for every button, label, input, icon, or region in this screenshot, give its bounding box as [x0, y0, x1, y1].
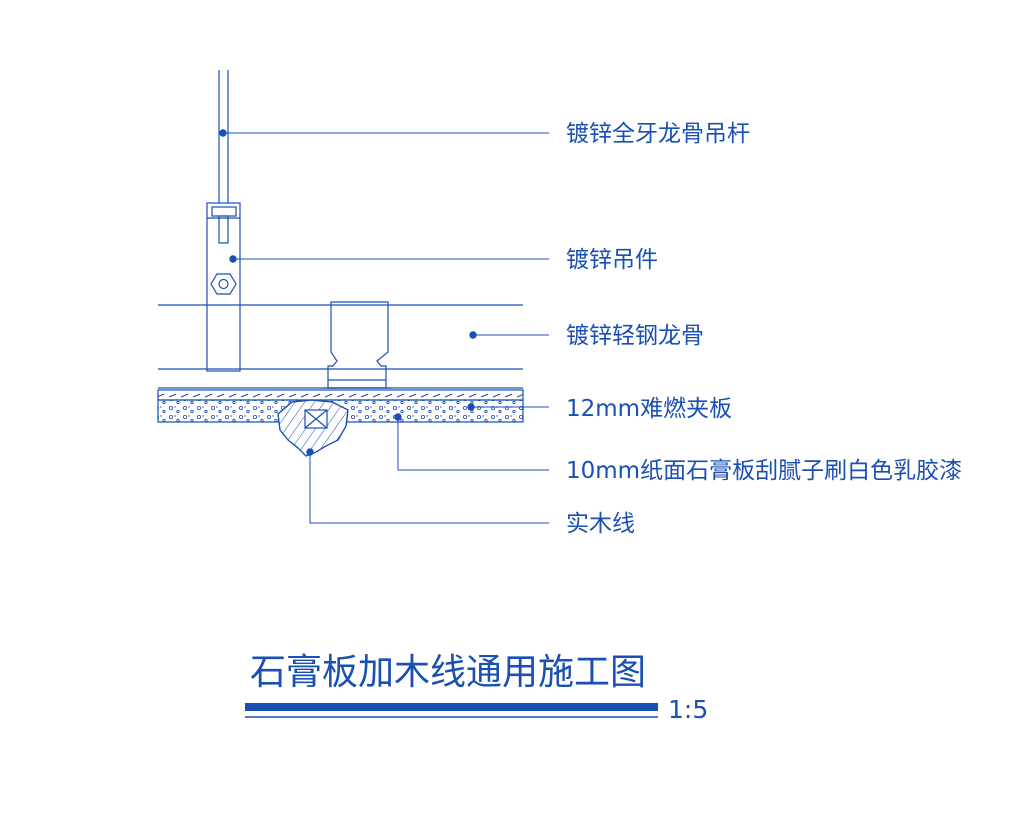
- leader-fireboard: [467, 403, 549, 411]
- steel-keel-profile: [323, 301, 391, 389]
- threaded-rod: [218, 70, 229, 203]
- title-underline-thick: [245, 703, 658, 711]
- callout-gypsum-label: 10mm纸面石膏板刮腻子刷白色乳胶漆: [566, 458, 962, 484]
- callout-fireboard-label: 12mm难燃夹板: [566, 396, 732, 422]
- leader-hanger: [229, 255, 549, 263]
- drawing-title: 石膏板加木线通用施工图: [250, 652, 646, 693]
- leader-gypsum: [394, 413, 549, 471]
- leader-rod: [219, 129, 549, 137]
- callout-wood-label: 实木线: [566, 511, 635, 537]
- drawing-scale: 1:5: [668, 695, 708, 724]
- solid-wood-molding: [277, 399, 349, 457]
- main-keel: [158, 304, 523, 370]
- hanger-clip: [206, 202, 241, 372]
- fire-retardant-board: [157, 387, 524, 401]
- leader-keel: [469, 331, 549, 339]
- callout-keel-label: 镀锌轻钢龙骨: [566, 323, 704, 349]
- callout-hanger-label: 镀锌吊件: [566, 247, 658, 273]
- callout-rod-label: 镀锌全牙龙骨吊杆: [566, 121, 750, 147]
- leader-wood: [306, 448, 549, 524]
